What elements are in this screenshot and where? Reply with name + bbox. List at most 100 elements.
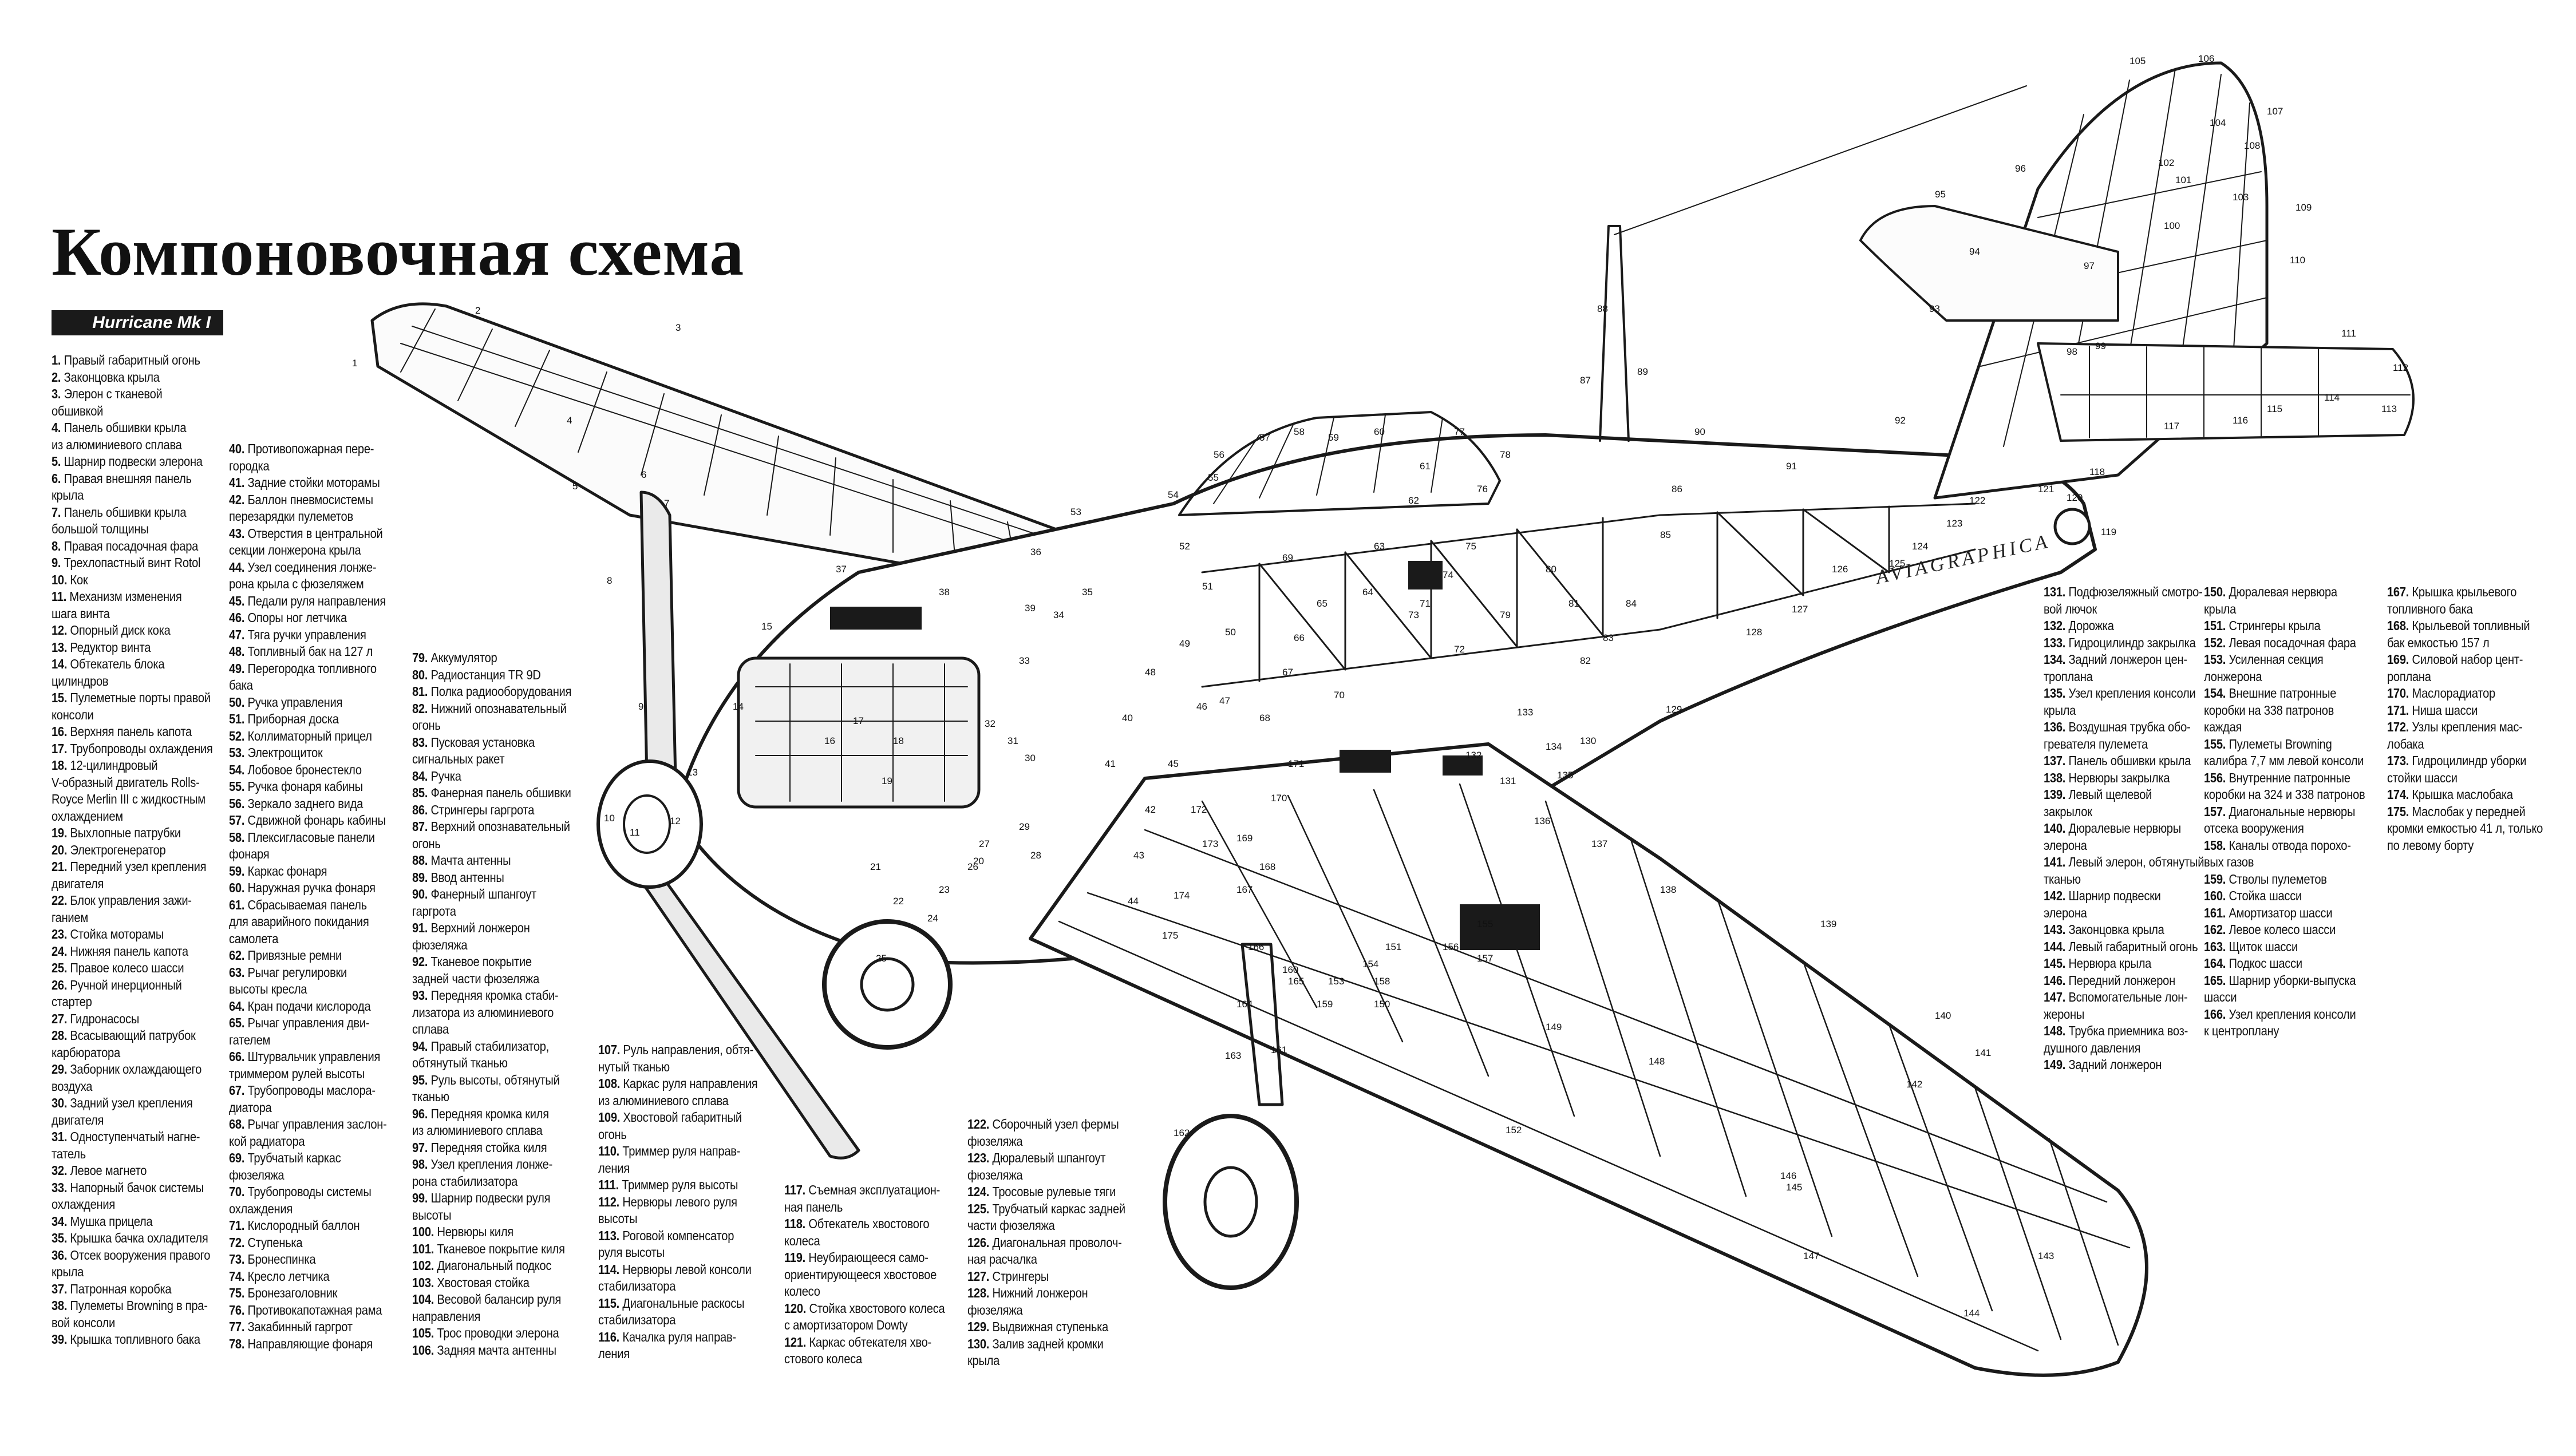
- legend-item-text: Плексигласовые панели: [247, 829, 375, 845]
- legend-item: 168. Крыльевой топливный: [2387, 618, 2543, 635]
- legend-item: 159. Стволы пулеметов: [2204, 871, 2365, 888]
- legend-item-number: 50.: [229, 694, 245, 710]
- legend-item-text: цилиндров: [52, 673, 109, 689]
- callout-number: 22: [893, 896, 904, 907]
- left-undercarriage-leg: [1240, 943, 1284, 1106]
- legend-item: 101. Тканевое покрытие киля: [412, 1241, 571, 1258]
- legend-item: коробки на 324 и 338 патронов: [2204, 786, 2365, 804]
- legend-item-number: 33.: [52, 1180, 68, 1195]
- legend-item: 12. Опорный диск кока: [52, 622, 213, 639]
- callout-number: 157: [1477, 953, 1493, 964]
- callout-number: 27: [979, 838, 990, 849]
- legend-item: 150. Дюралевая нервюра: [2204, 584, 2365, 601]
- legend-item-text: Дюралевые нервюры: [2068, 821, 2181, 836]
- callout-number: 105: [2129, 56, 2146, 66]
- legend-item-number: 90.: [412, 887, 428, 901]
- legend-item-number: 70.: [229, 1184, 245, 1199]
- legend-item-number: 62.: [229, 948, 245, 963]
- legend-item: 109. Хвостовой габаритный: [598, 1109, 757, 1126]
- callout-number: 117: [2164, 421, 2179, 432]
- legend-item-text: Педали руля направления: [247, 593, 386, 608]
- legend-item-text: Правая внешняя панель: [64, 470, 192, 486]
- legend-item-text: жероны: [2044, 1006, 2085, 1022]
- legend-item-text: Правое колесо шасси: [70, 960, 184, 975]
- callout-number: 141: [1975, 1047, 1991, 1058]
- legend-item-text: кромки емкостью 41 л, только: [2387, 821, 2543, 836]
- legend-item: рона крыла с фюзеляжем: [229, 576, 387, 593]
- legend-item-text: Тканевое покрытие киля: [437, 1241, 565, 1256]
- legend-item: ления: [598, 1160, 757, 1177]
- legend-item: 75. Бронезаголовник: [229, 1285, 387, 1302]
- legend-item-text: Ручка: [430, 768, 461, 784]
- callout-number: 34: [1053, 610, 1064, 620]
- legend-item: V-образный двигатель Rolls-: [52, 774, 213, 792]
- callout-number: 170: [1271, 793, 1287, 804]
- legend-item-text: Зеркало заднего вида: [247, 796, 364, 811]
- callout-number: 143: [2038, 1251, 2054, 1261]
- callout-number: 86: [1672, 484, 1682, 494]
- legend-item: 100. Нервюры киля: [412, 1224, 571, 1241]
- legend-item-text: Элерон с тканевой: [64, 386, 163, 401]
- legend-item: шага винта: [52, 606, 213, 623]
- legend-item: 130. Залив задней кромки: [967, 1336, 1125, 1353]
- callout-number: 23: [939, 884, 950, 895]
- legend-item-text: Левая посадочная фара: [2229, 635, 2356, 650]
- legend-item-text: Подкос шасси: [2229, 956, 2302, 971]
- legend-item: гателем: [229, 1032, 387, 1049]
- legend-item: 98. Узел крепления лонже-: [412, 1156, 571, 1173]
- legend-item-text: Сдвижной фонарь кабины: [247, 813, 386, 828]
- legend-item-text: лобака: [2387, 736, 2424, 751]
- legend-item-text: Передний узел крепления: [70, 859, 207, 874]
- callout-number: 106: [2198, 53, 2214, 64]
- legend-item-number: 91.: [412, 920, 428, 935]
- legend-item-number: 153.: [2204, 652, 2226, 667]
- propeller-blade-lower: [628, 845, 860, 1160]
- legend-item-number: 155.: [2204, 736, 2226, 751]
- legend-item-number: 12.: [52, 623, 68, 638]
- legend-item-text: Правая посадочная фара: [64, 538, 199, 553]
- callout-number: 36: [1030, 547, 1041, 557]
- legend-item-number: 52.: [229, 728, 245, 743]
- legend-item-text: ганием: [52, 909, 88, 925]
- legend-item-number: 44.: [229, 559, 245, 575]
- callout-number: 132: [1465, 750, 1481, 761]
- callout-number: 11: [630, 827, 640, 838]
- callout-number: 71: [1420, 598, 1431, 609]
- legend-item-number: 94.: [412, 1038, 428, 1054]
- callout-number: 108: [2244, 140, 2260, 151]
- legend-item-text: Гидронасосы: [70, 1011, 140, 1026]
- legend-item-text: крыла: [967, 1353, 1000, 1368]
- legend-item-number: 118.: [784, 1216, 806, 1231]
- callout-number: 146: [1780, 1170, 1796, 1181]
- legend-item-text: рона стабилизатора: [412, 1173, 518, 1189]
- legend-item-number: 47.: [229, 627, 245, 642]
- legend-item-text: Стойка моторамы: [70, 927, 164, 941]
- legend-item-text: V-образный двигатель Rolls-: [52, 774, 200, 790]
- propeller-blade-upper: [639, 490, 677, 780]
- legend-item-text: высоты кресла: [229, 982, 307, 996]
- legend-item-number: 107.: [598, 1042, 621, 1057]
- legend-item: 116. Качалка руля направ-: [598, 1329, 757, 1346]
- legend-item: руля высоты: [598, 1244, 757, 1261]
- legend-item: 82. Нижний опознавательный: [412, 701, 571, 718]
- legend-item-text: Ступенька: [247, 1235, 303, 1250]
- legend-item-text: роплана: [2387, 668, 2431, 684]
- legend-item-text: из алюминиевого сплава: [52, 437, 182, 452]
- legend-item: 73. Бронеспинка: [229, 1251, 387, 1268]
- legend-item-text: стойки шасси: [2387, 770, 2458, 785]
- legend-item: 64. Кран подачи кислорода: [229, 998, 387, 1015]
- callout-number: 65: [1317, 598, 1327, 609]
- callout-number: 49: [1179, 638, 1190, 649]
- legend-item-number: 112.: [598, 1194, 620, 1209]
- legend-item-text: Фанерная панель обшивки: [430, 785, 571, 800]
- legend-item-text: Стойка хвостового колеса: [809, 1300, 945, 1316]
- callout-number: 5: [572, 481, 578, 492]
- legend-item: 172. Узлы крепления мас-: [2387, 719, 2543, 736]
- callout-number: 136: [1534, 816, 1550, 826]
- legend-item-text: стабилизатора: [598, 1279, 676, 1293]
- callout-number: 47: [1219, 695, 1230, 706]
- legend-item-text: Сбрасываемая панель: [247, 897, 368, 912]
- legend-item: 47. Тяга ручки управления: [229, 627, 387, 644]
- legend-item: ная расчалка: [967, 1251, 1125, 1268]
